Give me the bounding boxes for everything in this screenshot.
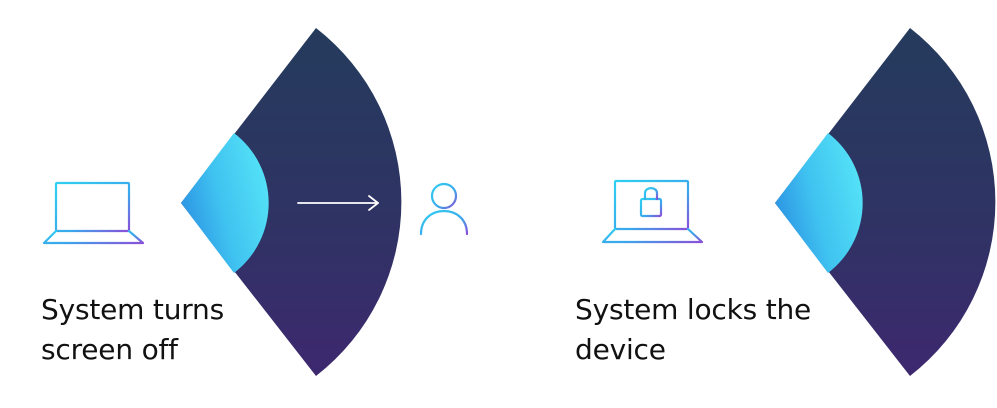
laptop-icon — [42, 181, 145, 245]
detection-field-outer — [181, 28, 402, 376]
caption-line: device — [575, 333, 666, 366]
padlock-icon — [639, 197, 663, 218]
caption-line: System locks the — [575, 293, 812, 326]
arrow-right-icon — [297, 195, 379, 211]
screen-off-caption: System turns screen off — [41, 290, 224, 370]
caption-line: screen off — [41, 333, 178, 366]
person-icon — [419, 182, 469, 236]
lock-caption: System locks the device — [575, 290, 811, 370]
locked-laptop-icon — [601, 179, 704, 244]
detection-field-inner — [181, 133, 269, 273]
detection-field-outer — [775, 28, 996, 376]
lock-panel — [601, 28, 996, 376]
caption-line: System turns — [41, 293, 224, 326]
detection-field-inner — [775, 133, 863, 273]
screen-off-panel — [42, 28, 469, 376]
